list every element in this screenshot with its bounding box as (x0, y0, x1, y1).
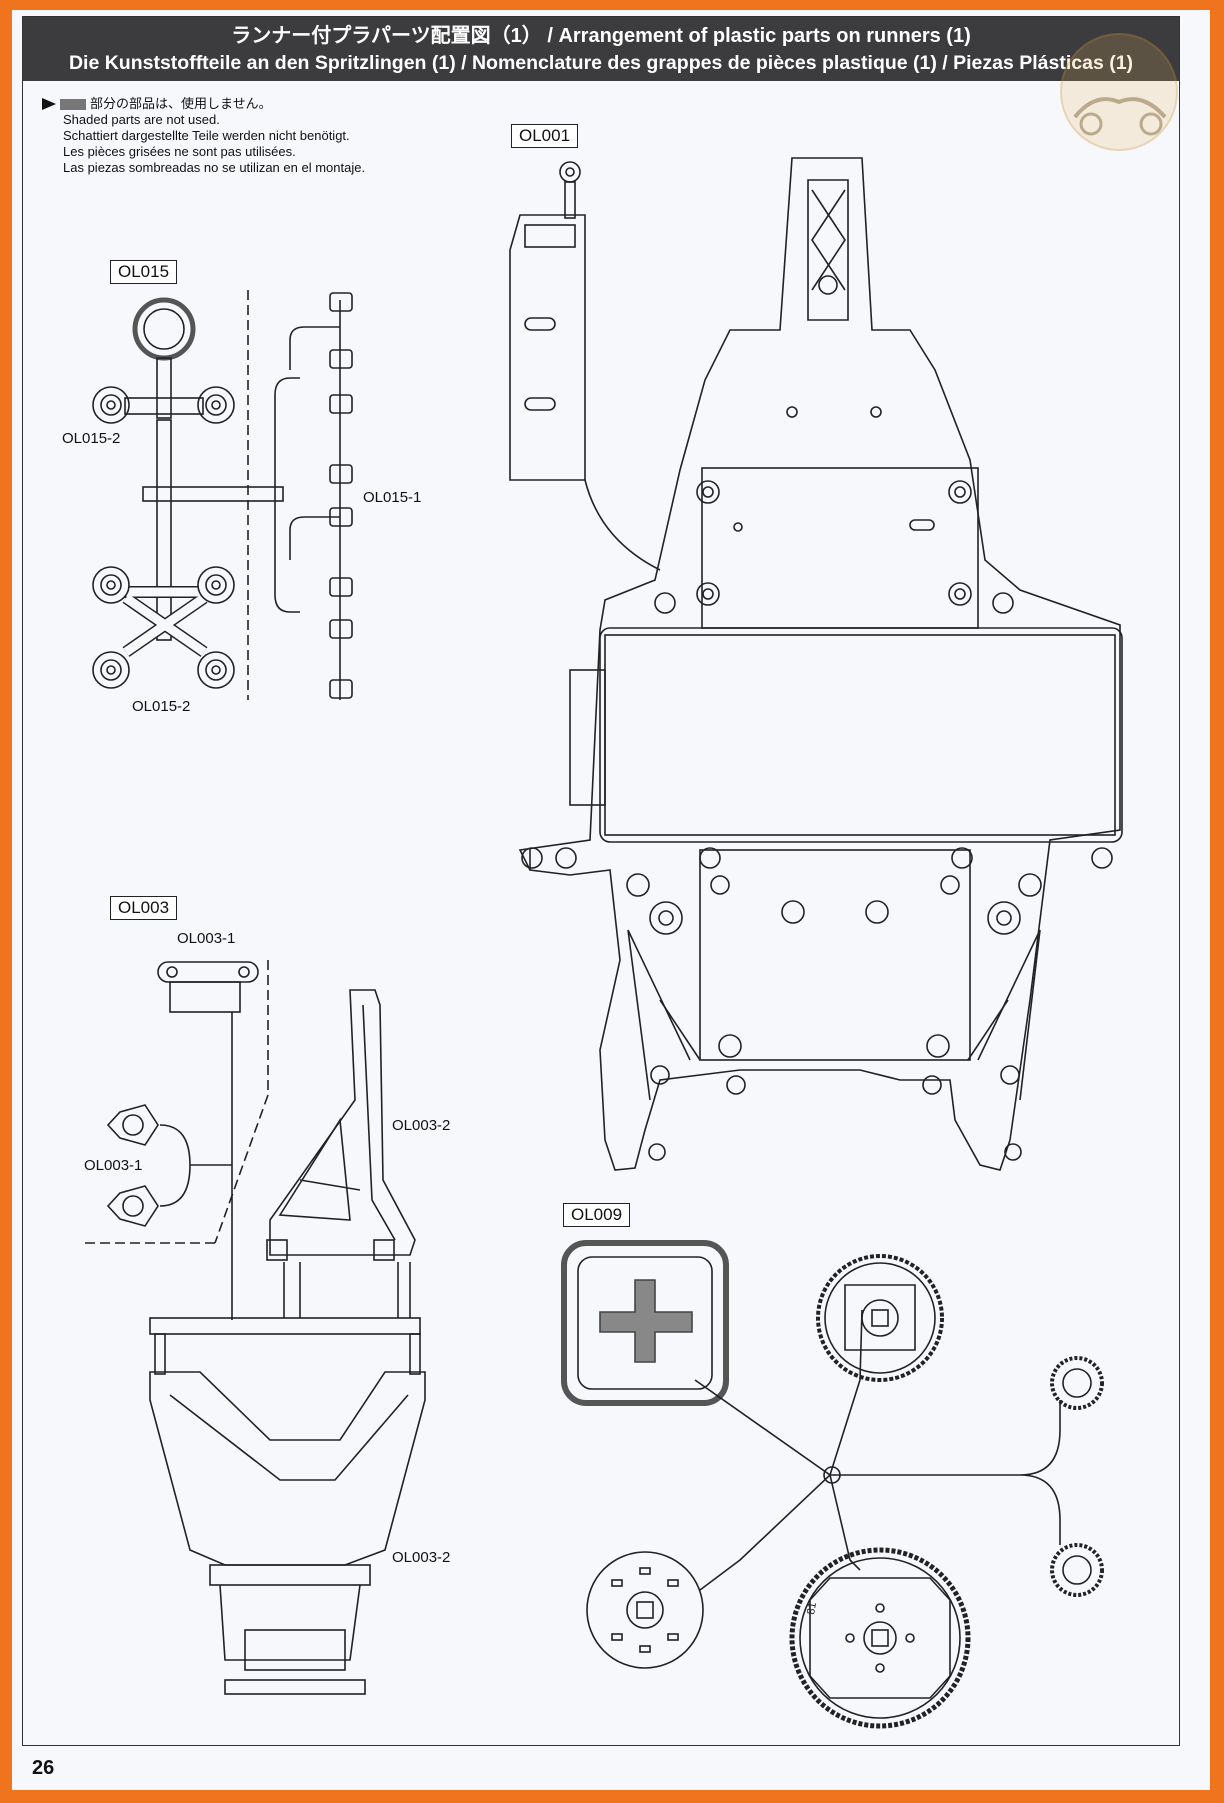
magazine-logo-icon (1060, 33, 1178, 151)
note-en: Shaded parts are not used. (63, 112, 220, 127)
runner-ol001-drawing (509, 157, 1123, 1171)
tag-ol015: OL015 (110, 260, 178, 284)
runner-ol003-drawing (85, 960, 426, 1695)
label-ol003-1-top: OL003-1 (177, 930, 236, 947)
page-frame (22, 16, 1180, 1746)
runner-ol009-drawing (561, 1240, 1104, 1729)
tag-ol003: OL003 (110, 896, 178, 920)
label-ol003-2-top: OL003-2 (392, 1117, 451, 1134)
page-number: 26 (32, 1757, 55, 1779)
note-es: Las piezas sombreadas no se utilizan en … (63, 160, 366, 175)
label-ol015-2-bottom: OL015-2 (132, 698, 191, 715)
tag-ol001: OL001 (511, 124, 579, 148)
label-ol003-2-bottom: OL003-2 (392, 1549, 451, 1566)
page (12, 10, 1210, 1790)
note-jp: 部分の部品は、使用しません。 (90, 96, 272, 111)
shade-swatch (60, 98, 86, 110)
note-de: Schattiert dargestellte Teile werden nic… (63, 128, 350, 143)
header-title-line1: ランナー付プラパーツ配置図（1） / Arrangement of plasti… (231, 25, 971, 47)
gear-mark: 81 (805, 1601, 819, 1615)
label-ol003-1-bottom: OL003-1 (84, 1157, 143, 1174)
shading-note: 部分の部品は、使用しません。 Shaded parts are not used… (42, 96, 365, 176)
label-ol015-2-top: OL015-2 (62, 430, 121, 447)
label-ol015-1: OL015-1 (363, 489, 422, 506)
note-fr: Les pièces grisées ne sont pas utilisées… (63, 144, 296, 159)
tag-ol009: OL009 (563, 1203, 631, 1227)
arrow-triangle-icon (42, 98, 56, 110)
page-header: ランナー付プラパーツ配置図（1） / Arrangement of plasti… (23, 17, 1179, 81)
header-title-line2: Die Kunststoffteile an den Spritzlingen … (68, 52, 1134, 74)
runner-ol015-drawing (92, 290, 353, 700)
